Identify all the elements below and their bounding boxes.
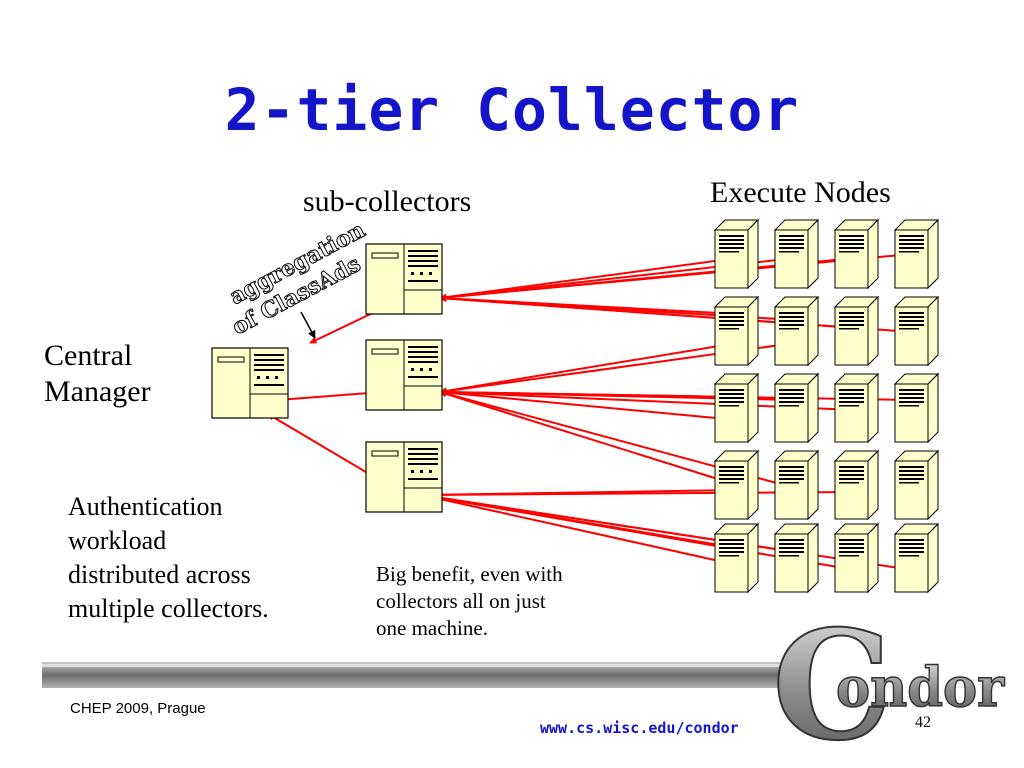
- big-benefit-note: Big benefit, even with collectors all on…: [376, 561, 563, 642]
- server-tower-icon: [894, 296, 939, 366]
- central-manager-line-2: Manager: [44, 375, 151, 408]
- server-tower-icon: [714, 523, 759, 593]
- server-tower-icon: [834, 450, 879, 520]
- condor-logo-initial: C: [772, 598, 891, 768]
- server-tower-icon: [894, 373, 939, 443]
- server-tower-icon: [774, 373, 819, 443]
- central-manager-line-1: Central: [44, 339, 133, 372]
- workstation-icon: [365, 339, 443, 411]
- condor-logo: C ondor: [771, 597, 1005, 768]
- arrow-sub3-node: [421, 492, 738, 566]
- sub-collector-machines: [365, 243, 443, 513]
- server-tower-icon: [894, 219, 939, 289]
- central-manager-label: Central Manager: [44, 338, 151, 410]
- aggregation-label: aggregation of ClassAds: [225, 216, 370, 340]
- authentication-line-2: workload: [68, 526, 167, 555]
- workstation-icon: [211, 347, 289, 419]
- server-tower-icon: [894, 450, 939, 520]
- server-tower-icon: [834, 219, 879, 289]
- sub-collectors-label: sub-collectors: [303, 185, 472, 218]
- server-tower-icon: [714, 450, 759, 520]
- server-tower-icon: [834, 296, 879, 366]
- footer-conference: CHEP 2009, Prague: [70, 700, 206, 717]
- arrow-sub1-node: [439, 253, 913, 301]
- arrow-sub2-node: [439, 342, 738, 395]
- server-tower-icon: [714, 373, 759, 443]
- authentication-line-3: distributed across: [68, 560, 251, 589]
- slide-title: 2-tier Collector: [224, 76, 800, 144]
- footer-bar-highlight: [42, 664, 802, 667]
- authentication-note: Authentication workload distributed acro…: [68, 490, 269, 626]
- arrow-sub2-node: [439, 388, 913, 401]
- server-tower-icon: [714, 219, 759, 289]
- server-tower-icon: [774, 219, 819, 289]
- server-tower-icon: [714, 296, 759, 366]
- page-number: 42: [915, 714, 931, 731]
- footer-url-link[interactable]: www.cs.wisc.edu/condor: [540, 719, 739, 737]
- aggregation-pointer-arrow: [300, 311, 316, 339]
- server-tower-icon: [894, 523, 939, 593]
- server-tower-icon: [834, 373, 879, 443]
- arrow-sub2-node: [439, 390, 738, 486]
- server-tower-icon: [834, 523, 879, 593]
- server-tower-icon: [774, 296, 819, 366]
- condor-logo-rest: ondor: [836, 655, 1005, 719]
- big-benefit-line-1: Big benefit, even with: [376, 562, 563, 586]
- arrow-sub3-node: [421, 492, 913, 571]
- authentication-line-1: Authentication: [68, 492, 223, 521]
- workstation-icon: [365, 243, 443, 315]
- execute-nodes-label: Execute Nodes: [710, 176, 891, 209]
- workstation-icon: [365, 441, 443, 513]
- arrow-sub1-node: [439, 294, 913, 333]
- big-benefit-line-2: collectors all on just: [376, 589, 546, 613]
- server-tower-icon: [774, 523, 819, 593]
- arrow-sub1-node: [439, 257, 738, 301]
- big-benefit-line-3: one machine.: [376, 616, 488, 640]
- server-tower-icon: [774, 450, 819, 520]
- arrow-sub2-node: [439, 389, 738, 421]
- central-manager-machine: [211, 347, 289, 419]
- authentication-line-4: multiple collectors.: [68, 594, 269, 623]
- execute-node-grid: [714, 219, 939, 593]
